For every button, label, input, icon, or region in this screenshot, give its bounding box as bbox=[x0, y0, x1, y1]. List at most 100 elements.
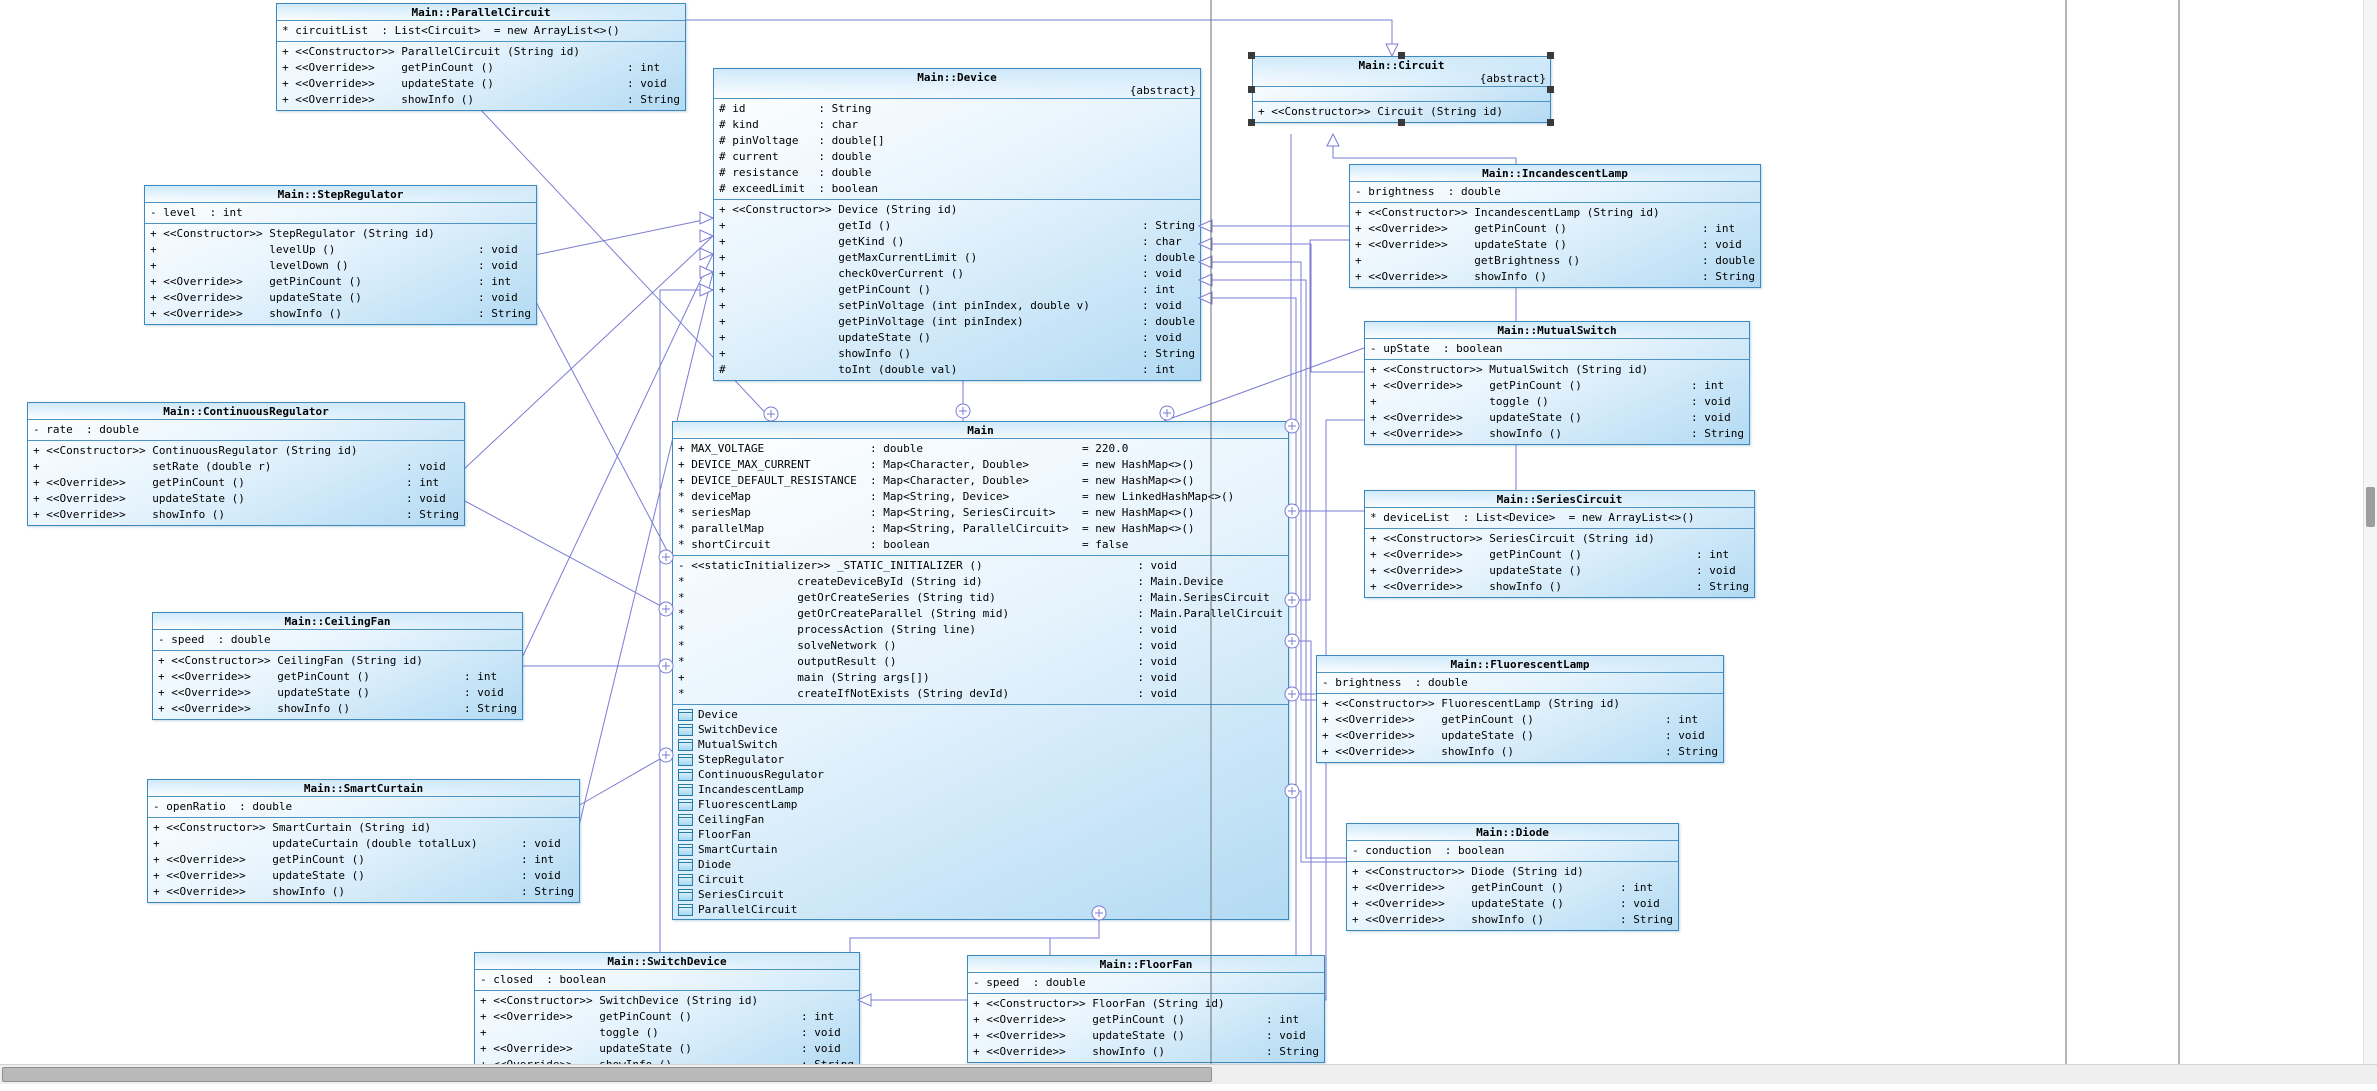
method-row: + <<Override>> getPinCount (): int bbox=[158, 669, 517, 685]
class-title: Main::ContinuousRegulator bbox=[28, 403, 464, 419]
class-box-circuit[interactable]: Main::Circuit{abstract}+ <<Constructor>>… bbox=[1252, 56, 1551, 123]
class-name-label: Main::IncandescentLamp bbox=[1482, 167, 1628, 180]
nested-class-row[interactable]: StepRegulator bbox=[678, 752, 1283, 767]
method-signature: + <<Override>> showInfo () bbox=[158, 702, 351, 715]
method-return-type: : void bbox=[521, 837, 561, 850]
containment-anchor-icon bbox=[955, 403, 971, 419]
class-box-fluorescent-lamp[interactable]: Main::FluorescentLamp- brightness : doub… bbox=[1316, 655, 1724, 763]
field-row: # current : double bbox=[719, 150, 872, 163]
selection-handle[interactable] bbox=[1248, 119, 1255, 126]
method-signature: + <<Constructor>> SmartCurtain (String i… bbox=[153, 821, 432, 834]
selection-handle[interactable] bbox=[1397, 119, 1405, 126]
method-signature: + getBrightness () bbox=[1355, 254, 1581, 267]
class-box-continuous-regulator[interactable]: Main::ContinuousRegulator- rate : double… bbox=[27, 402, 465, 526]
method-row: + <<Override>> showInfo (): String bbox=[973, 1044, 1319, 1060]
selection-handle[interactable] bbox=[1397, 52, 1405, 59]
v-scrollbar-track[interactable] bbox=[2363, 0, 2377, 1064]
nested-class-row[interactable]: Diode bbox=[678, 857, 1283, 872]
method-row: + <<Override>> updateState (): void bbox=[973, 1028, 1319, 1044]
nested-class-row[interactable]: CeilingFan bbox=[678, 812, 1283, 827]
class-icon bbox=[678, 888, 693, 901]
class-box-device[interactable]: Main::Device{abstract}# id : String# kin… bbox=[713, 68, 1201, 381]
method-signature: + <<Override>> getPinCount () bbox=[33, 476, 245, 489]
v-scrollbar-thumb[interactable] bbox=[2366, 487, 2375, 527]
field-row: * circuitList : List<Circuit> = new Arra… bbox=[282, 24, 620, 37]
method-signature: + <<Constructor>> Diode (String id) bbox=[1352, 865, 1584, 878]
class-title: Main::CeilingFan bbox=[153, 613, 522, 629]
method-signature: + <<Constructor>> SeriesCircuit (String … bbox=[1370, 532, 1655, 545]
nested-class-row[interactable]: SmartCurtain bbox=[678, 842, 1283, 857]
method-signature: * getOrCreateSeries (String tid) bbox=[678, 591, 996, 604]
method-signature: + <<Override>> getPinCount () bbox=[1322, 713, 1534, 726]
class-title: Main::ParallelCircuit bbox=[277, 4, 685, 20]
class-icon bbox=[678, 873, 693, 886]
class-box-series-circuit[interactable]: Main::SeriesCircuit* deviceList : List<D… bbox=[1364, 490, 1755, 598]
class-box-switch-device[interactable]: Main::SwitchDevice- closed : boolean+ <<… bbox=[474, 952, 860, 1076]
method-return-type bbox=[464, 653, 517, 669]
containment-line bbox=[534, 299, 673, 561]
fields-compartment: - speed : double bbox=[153, 629, 522, 650]
class-box-parallel-circuit[interactable]: Main::ParallelCircuit* circuitList : Lis… bbox=[276, 3, 686, 111]
method-return-type: : void bbox=[464, 686, 504, 699]
nested-class-row[interactable]: FluorescentLamp bbox=[678, 797, 1283, 812]
class-box-main[interactable]: Main+ MAX_VOLTAGE : double = 220.0+ DEVI… bbox=[672, 421, 1289, 920]
method-row: - <<staticInitializer>> _STATIC_INITIALI… bbox=[678, 558, 1283, 574]
h-scrollbar-thumb[interactable] bbox=[2, 1067, 1212, 1082]
nested-class-row[interactable]: ParallelCircuit bbox=[678, 902, 1283, 917]
nested-class-row[interactable]: Circuit bbox=[678, 872, 1283, 887]
method-row: * processAction (String line): void bbox=[678, 622, 1283, 638]
method-return-type: : void bbox=[1665, 729, 1705, 742]
class-box-ceiling-fan[interactable]: Main::CeilingFan- speed : double+ <<Cons… bbox=[152, 612, 523, 720]
method-row: + <<Override>> updateState (): void bbox=[153, 868, 574, 884]
nested-class-row[interactable]: MutualSwitch bbox=[678, 737, 1283, 752]
method-signature: + <<Constructor>> SwitchDevice (String i… bbox=[480, 994, 759, 1007]
nested-class-row[interactable]: Device bbox=[678, 707, 1283, 722]
class-box-floor-fan[interactable]: Main::FloorFan- speed : double+ <<Constr… bbox=[967, 955, 1325, 1063]
method-return-type: : double bbox=[1142, 251, 1195, 264]
method-signature: + <<Constructor>> ContinuousRegulator (S… bbox=[33, 444, 358, 457]
selection-handle[interactable] bbox=[1248, 85, 1255, 93]
fields-compartment: - brightness : double bbox=[1350, 181, 1760, 202]
method-signature: + <<Override>> getPinCount () bbox=[1370, 379, 1582, 392]
nested-class-row[interactable]: ContinuousRegulator bbox=[678, 767, 1283, 782]
method-return-type bbox=[1696, 531, 1749, 547]
class-name-label: Main::MutualSwitch bbox=[1497, 324, 1617, 337]
class-box-diode[interactable]: Main::Diode- conduction : boolean+ <<Con… bbox=[1346, 823, 1679, 931]
method-signature: + <<Override>> showInfo () bbox=[33, 508, 226, 521]
field-row: * seriesMap : Map<String, SeriesCircuit>… bbox=[678, 506, 1195, 519]
method-row: + <<Override>> getPinCount (): int bbox=[480, 1009, 854, 1025]
method-signature: + getMaxCurrentLimit () bbox=[719, 251, 978, 264]
method-signature: + updateState () bbox=[719, 331, 931, 344]
nested-class-row[interactable]: SwitchDevice bbox=[678, 722, 1283, 737]
fields-compartment: - rate : double bbox=[28, 419, 464, 440]
nested-class-label: IncandescentLamp bbox=[698, 783, 804, 796]
method-signature: + <<Constructor>> FluorescentLamp (Strin… bbox=[1322, 697, 1621, 710]
class-box-incandescent-lamp[interactable]: Main::IncandescentLamp- brightness : dou… bbox=[1349, 164, 1761, 288]
class-name-label: Main bbox=[967, 424, 994, 437]
class-name-label: Main::ContinuousRegulator bbox=[163, 405, 329, 418]
method-signature: + <<Override>> updateState () bbox=[1370, 411, 1582, 424]
containment-line bbox=[1287, 134, 1292, 427]
selection-handle[interactable] bbox=[1547, 85, 1554, 93]
field-row: # resistance : double bbox=[719, 166, 872, 179]
nested-class-row[interactable]: FloorFan bbox=[678, 827, 1283, 842]
method-return-type: : String bbox=[627, 93, 680, 106]
selection-handle[interactable] bbox=[1547, 119, 1554, 126]
method-row: + updateState (): void bbox=[719, 330, 1195, 346]
method-return-type: : String bbox=[1691, 427, 1744, 440]
selection-handle[interactable] bbox=[1248, 52, 1255, 59]
method-return-type bbox=[1665, 696, 1718, 712]
selection-handle[interactable] bbox=[1547, 52, 1554, 59]
method-row: + <<Constructor>> ContinuousRegulator (S… bbox=[33, 443, 459, 459]
methods-compartment: + <<Constructor>> IncandescentLamp (Stri… bbox=[1350, 202, 1760, 287]
class-box-mutual-switch[interactable]: Main::MutualSwitch- upState : boolean+ <… bbox=[1364, 321, 1750, 445]
method-signature: * processAction (String line) bbox=[678, 623, 977, 636]
method-row: * getOrCreateParallel (String mid): Main… bbox=[678, 606, 1283, 622]
class-box-step-regulator[interactable]: Main::StepRegulator- level : int+ <<Cons… bbox=[144, 185, 537, 325]
nested-class-row[interactable]: IncandescentLamp bbox=[678, 782, 1283, 797]
class-name-label: Main::StepRegulator bbox=[277, 188, 404, 201]
method-signature: + updateCurtain (double totalLux) bbox=[153, 837, 478, 850]
class-box-smart-curtain[interactable]: Main::SmartCurtain- openRatio : double+ … bbox=[147, 779, 580, 903]
nested-class-row[interactable]: SeriesCircuit bbox=[678, 887, 1283, 902]
